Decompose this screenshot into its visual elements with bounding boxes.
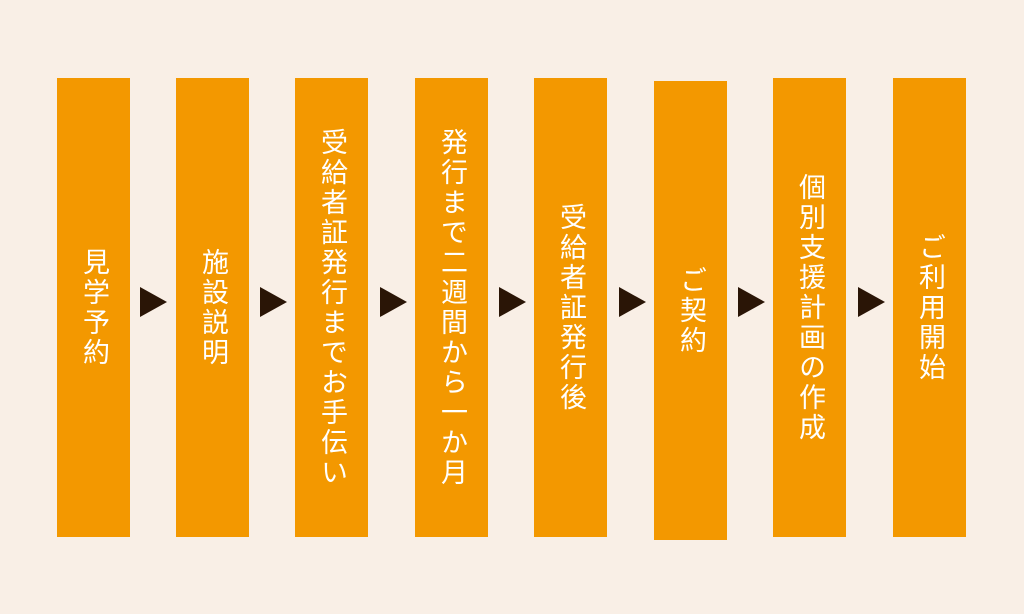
step-3: 受給者証発行までお手伝い	[295, 78, 368, 537]
step-5: 受給者証発行後	[534, 78, 607, 537]
step-7: 個別支援計画の作成	[773, 78, 846, 537]
arrow-right-icon	[140, 287, 167, 317]
step-1: 見学予約	[57, 78, 130, 537]
arrow-right-icon	[619, 287, 646, 317]
arrow-right-icon	[499, 287, 526, 317]
step-label: 個別支援計画の作成	[794, 172, 825, 443]
step-label: 発行まで二週間から一か月	[436, 127, 467, 488]
arrow-right-icon	[858, 287, 885, 317]
step-label: ご利用開始	[914, 232, 945, 383]
step-label: 見学予約	[78, 247, 109, 368]
step-label: 受給者証発行までお手伝い	[316, 127, 347, 488]
step-label: 受給者証発行後	[555, 202, 586, 413]
step-label: 施設説明	[197, 247, 228, 368]
step-8: ご利用開始	[893, 78, 966, 537]
arrow-right-icon	[260, 287, 287, 317]
step-6: ご契約	[654, 81, 727, 540]
arrow-right-icon	[738, 287, 765, 317]
step-4: 発行まで二週間から一か月	[415, 78, 488, 537]
arrow-right-icon	[380, 287, 407, 317]
step-label: ご契約	[675, 265, 706, 356]
step-2: 施設説明	[176, 78, 249, 537]
